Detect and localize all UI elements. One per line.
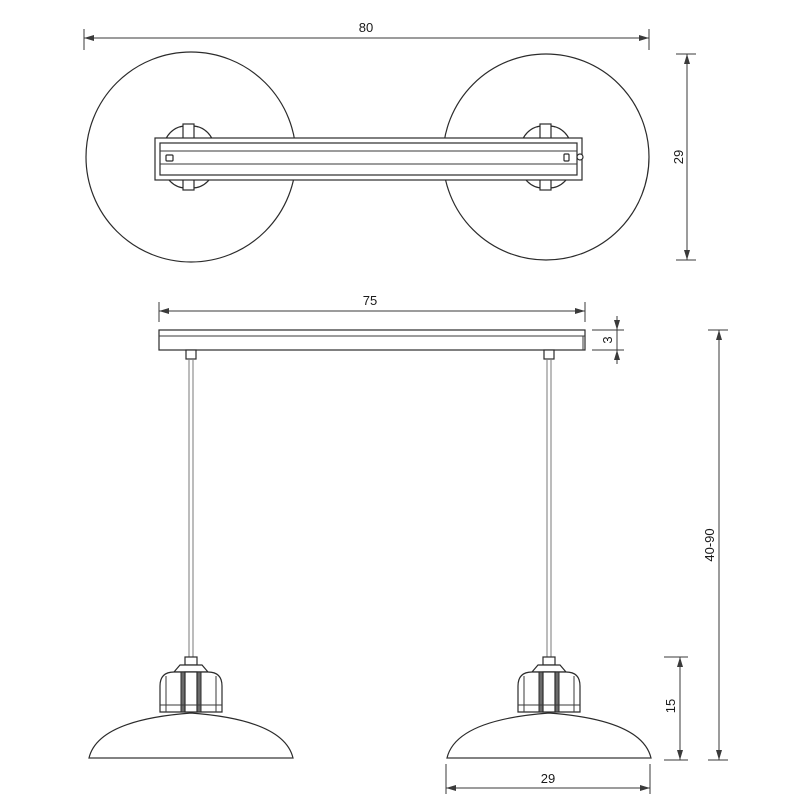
top-view-ceiling-bar bbox=[154, 137, 584, 181]
dimension-hanging-height-label: 40-90 bbox=[702, 528, 717, 561]
lamp-left bbox=[88, 656, 294, 759]
dimension-depth: 29 bbox=[671, 53, 696, 261]
cable-holder-right bbox=[543, 349, 555, 360]
dimension-total-width: 80 bbox=[83, 20, 650, 50]
side-view-ceiling-bar bbox=[158, 329, 586, 351]
dimension-shade-height-label: 15 bbox=[663, 699, 678, 713]
cable-right bbox=[546, 359, 552, 658]
top-view-screw-slot-left bbox=[165, 154, 174, 162]
dimension-bar-height-label: 3 bbox=[600, 336, 615, 343]
dimension-shade-height: 15 bbox=[663, 656, 688, 761]
dimension-depth-label: 29 bbox=[671, 150, 686, 164]
lamp-left-socket-cap bbox=[184, 656, 198, 666]
dimension-total-width-label: 80 bbox=[359, 20, 373, 35]
lamp-right bbox=[446, 656, 652, 759]
lamp-left-shade bbox=[88, 712, 294, 759]
dimension-bar-height: 3 bbox=[592, 316, 624, 364]
dimension-bar-length-label: 75 bbox=[363, 293, 377, 308]
lamp-right-shade bbox=[446, 712, 652, 759]
lamp-right-socket-cap bbox=[542, 656, 556, 666]
top-view: 80 29 bbox=[83, 20, 696, 263]
dimension-shade-diameter: 29 bbox=[445, 764, 651, 794]
dimension-hanging-height: 40-90 bbox=[702, 329, 728, 761]
side-view: 75 3 40-90 15 bbox=[88, 293, 728, 794]
cable-left bbox=[188, 359, 194, 658]
top-view-screw-slot-right bbox=[563, 153, 570, 162]
dimension-shade-diameter-label: 29 bbox=[541, 771, 555, 786]
cable-holder-left bbox=[185, 349, 197, 360]
dimension-bar-length: 75 bbox=[158, 293, 586, 322]
